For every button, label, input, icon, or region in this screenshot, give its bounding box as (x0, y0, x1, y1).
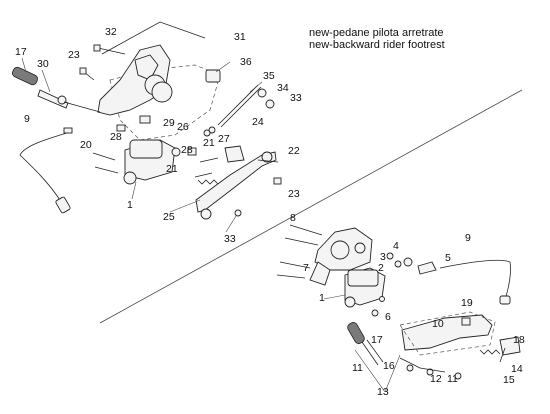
callout-36: 36 (240, 56, 252, 68)
callout-28-lower: 28 (181, 144, 193, 156)
callout-23: 23 (68, 49, 80, 61)
callout-15: 15 (503, 374, 515, 386)
callout-8: 8 (290, 212, 296, 224)
callout-2: 2 (378, 262, 384, 274)
callout-21: 21 (166, 163, 178, 175)
footpeg-rubber (12, 66, 38, 86)
callout-26: 26 (177, 121, 189, 133)
callout-4: 4 (393, 240, 399, 252)
callout-19: 19 (461, 297, 473, 309)
callout-31: 31 (234, 31, 246, 43)
callout-14: 14 (511, 363, 523, 375)
callout-6: 6 (385, 311, 391, 323)
callout-11-right: 11 (447, 373, 458, 385)
callout-28: 28 (110, 131, 122, 143)
callout-13: 13 (377, 386, 389, 398)
callout-5: 5 (445, 252, 451, 264)
callout-27: 27 (218, 133, 230, 145)
callout-21-upper: 21 (203, 137, 215, 149)
callout-35: 35 (263, 70, 275, 82)
callout-9: 9 (24, 113, 30, 125)
callout-3: 3 (380, 251, 386, 263)
callout-11: 11 (352, 362, 363, 374)
callout-33: 33 (290, 92, 302, 104)
callout-9-lower: 9 (465, 232, 471, 244)
callout-20: 20 (80, 139, 92, 151)
callout-22: 22 (288, 145, 300, 157)
callout-25: 25 (163, 211, 175, 223)
separator-line (99, 89, 523, 324)
callout-labels: 32 31 17 30 23 36 35 34 33 29 28 9 26 27… (15, 26, 525, 398)
callout-32: 32 (105, 26, 117, 38)
callout-24: 24 (252, 116, 264, 128)
callout-1-lower: 1 (319, 292, 325, 304)
callout-17-lower: 17 (371, 334, 383, 346)
leader-lines (21, 57, 401, 393)
callout-1: 1 (127, 199, 133, 211)
callout-12: 12 (430, 373, 442, 385)
callout-17: 17 (15, 46, 27, 58)
note-line-english: new-backward rider footrest (309, 39, 445, 51)
callout-33-bottom: 33 (224, 233, 236, 245)
callout-16: 16 (383, 360, 395, 372)
callout-29: 29 (163, 117, 175, 129)
callout-10: 10 (432, 318, 444, 330)
callout-34: 34 (277, 82, 289, 94)
note-line-italian: new-pedane pilota arretrate (309, 27, 444, 39)
callout-18: 18 (513, 334, 525, 346)
callout-30: 30 (37, 58, 49, 70)
callout-23-lever: 23 (288, 188, 300, 200)
lower-assembly (276, 224, 521, 380)
callout-7: 7 (303, 262, 309, 274)
upper-assembly (12, 21, 282, 220)
